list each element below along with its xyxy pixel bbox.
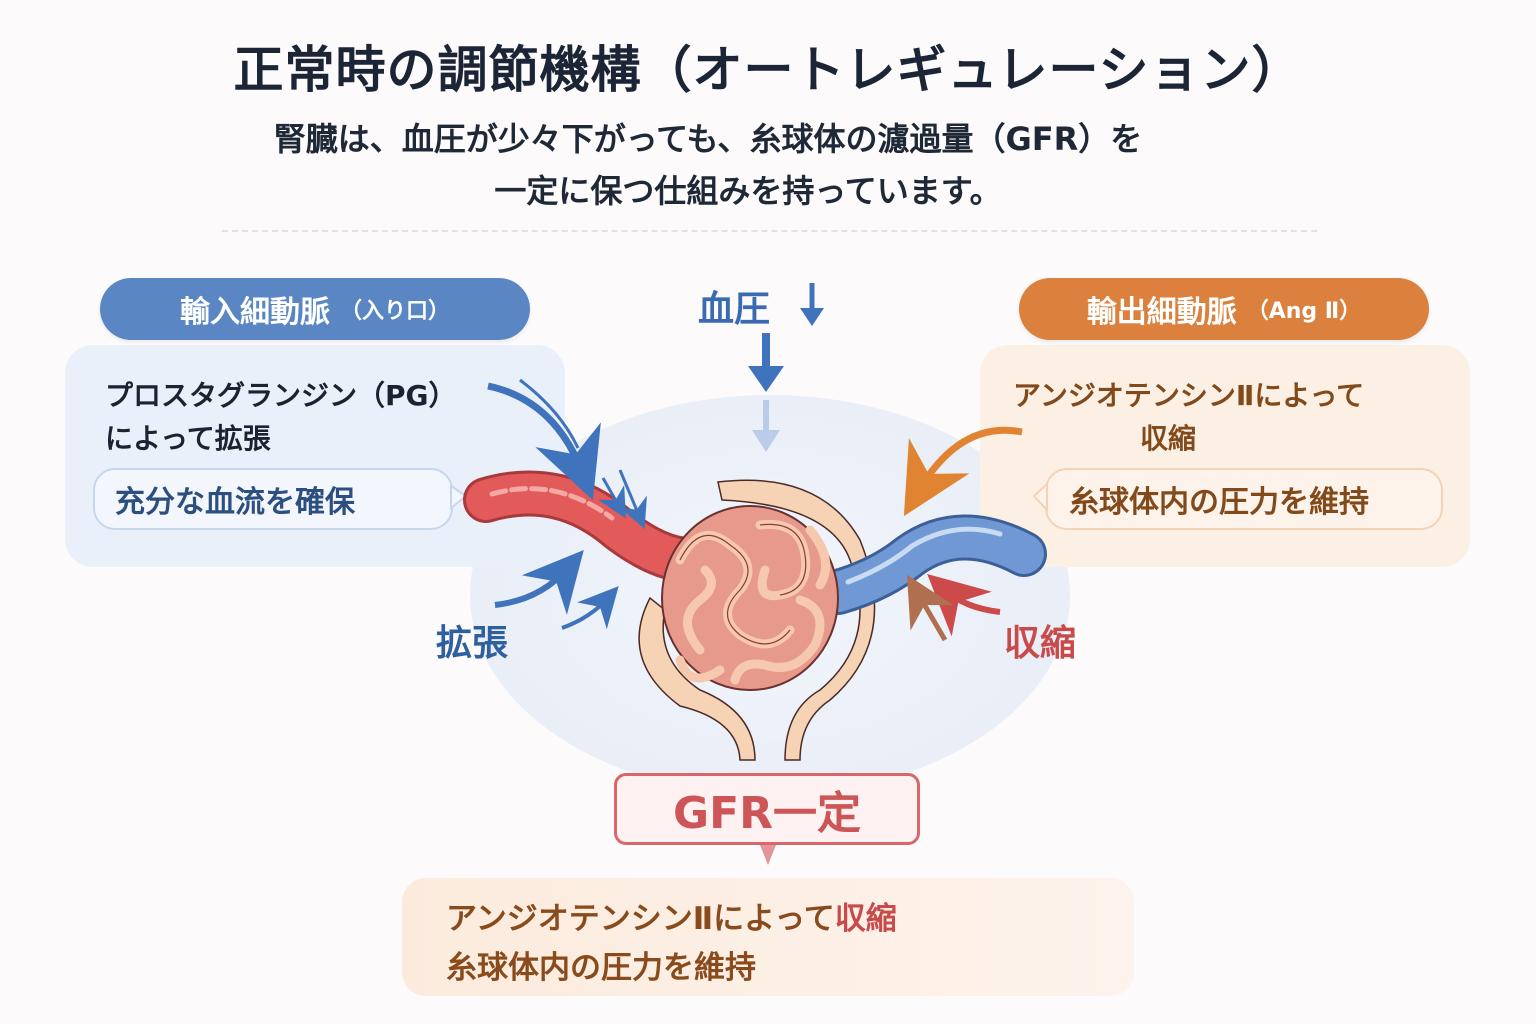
afferent-header-note: （入り口） (339, 299, 450, 324)
constriction-arrow-red-icon (927, 573, 1001, 637)
pressure-arrow-main-icon (748, 333, 784, 392)
efferent-header-note: （Ang Ⅱ） (1246, 299, 1362, 324)
afferent-callout-text: 充分な血流を確保 (115, 485, 355, 520)
divider (222, 230, 1317, 232)
afferent-callout-bubble: 充分な血流を確保 (93, 468, 453, 530)
summary-line-2: 糸球体内の圧力を維持 (446, 950, 756, 986)
afferent-text-line-2: によって拡張 (105, 422, 271, 455)
dilation-arrow-lower-2-icon (561, 586, 619, 630)
dilation-arrow-small-2-icon (618, 469, 647, 530)
gfr-constant-box: GFR一定 (614, 773, 920, 845)
afferent-text-line-1: プロスタグランジン（PG） (105, 379, 457, 412)
efferent-text-line-1: アンジオテンシンⅡによって (1013, 379, 1365, 412)
summary-line-1: アンジオテンシンⅡによって収縮 (446, 893, 897, 938)
afferent-info-panel (65, 345, 565, 567)
dilation-arrow-lower-1-icon (494, 549, 584, 615)
dilation-arrow-main-icon (487, 382, 601, 501)
angiotensin-arrow-icon (903, 426, 1023, 517)
subtitle-line-2: 一定に保つ仕組みを持っています。 (494, 172, 1002, 210)
dilation-arrow-small-1-icon (598, 477, 626, 519)
dilation-arrow-stroke-icon (519, 378, 580, 449)
summary-line-1-prefix: アンジオテンシンⅡによって (446, 901, 835, 937)
afferent-header-label: 輸入細動脈 (179, 295, 330, 330)
gfr-constant-label: GFR一定 (672, 788, 862, 839)
afferent-arteriole-vessel (463, 470, 713, 583)
blood-pressure-down-arrow-icon (800, 283, 824, 326)
blood-pressure-label: 血圧 (698, 289, 771, 330)
summary-panel (402, 878, 1134, 996)
page-title: 正常時の調節機構（オートレギュレーション） (233, 41, 1303, 99)
efferent-callout-text: 糸球体内の圧力を維持 (1069, 485, 1369, 520)
constriction-arrow-brown-icon (906, 574, 954, 642)
efferent-callout-bubble: 糸球体内の圧力を維持 (1045, 468, 1443, 530)
subtitle-line-1: 腎臓は、血圧が少々下がっても、糸球体の濾過量（GFR）を (273, 120, 1143, 158)
glomerulus (661, 505, 839, 691)
constriction-label: 収縮 (1004, 623, 1077, 664)
efferent-text-line-2: 収縮 (1140, 422, 1197, 455)
pressure-arrow-faded-icon (752, 400, 780, 452)
afferent-bubble-tail (450, 484, 468, 511)
dilation-label: 拡張 (436, 623, 509, 664)
efferent-header-label: 輸出細動脈 (1086, 295, 1237, 330)
bowmans-capsule (638, 479, 876, 761)
efferent-arteriole-vessel (815, 514, 1047, 615)
efferent-bubble-tail (1032, 481, 1048, 513)
efferent-arteriole-header: 輸出細動脈 （Ang Ⅱ） (1019, 278, 1429, 340)
summary-line-1-highlight: 収縮 (834, 901, 897, 937)
efferent-info-panel (980, 345, 1470, 567)
afferent-arteriole-header: 輸入細動脈 （入り口） (100, 278, 530, 340)
gfr-box-pointer (760, 845, 776, 865)
